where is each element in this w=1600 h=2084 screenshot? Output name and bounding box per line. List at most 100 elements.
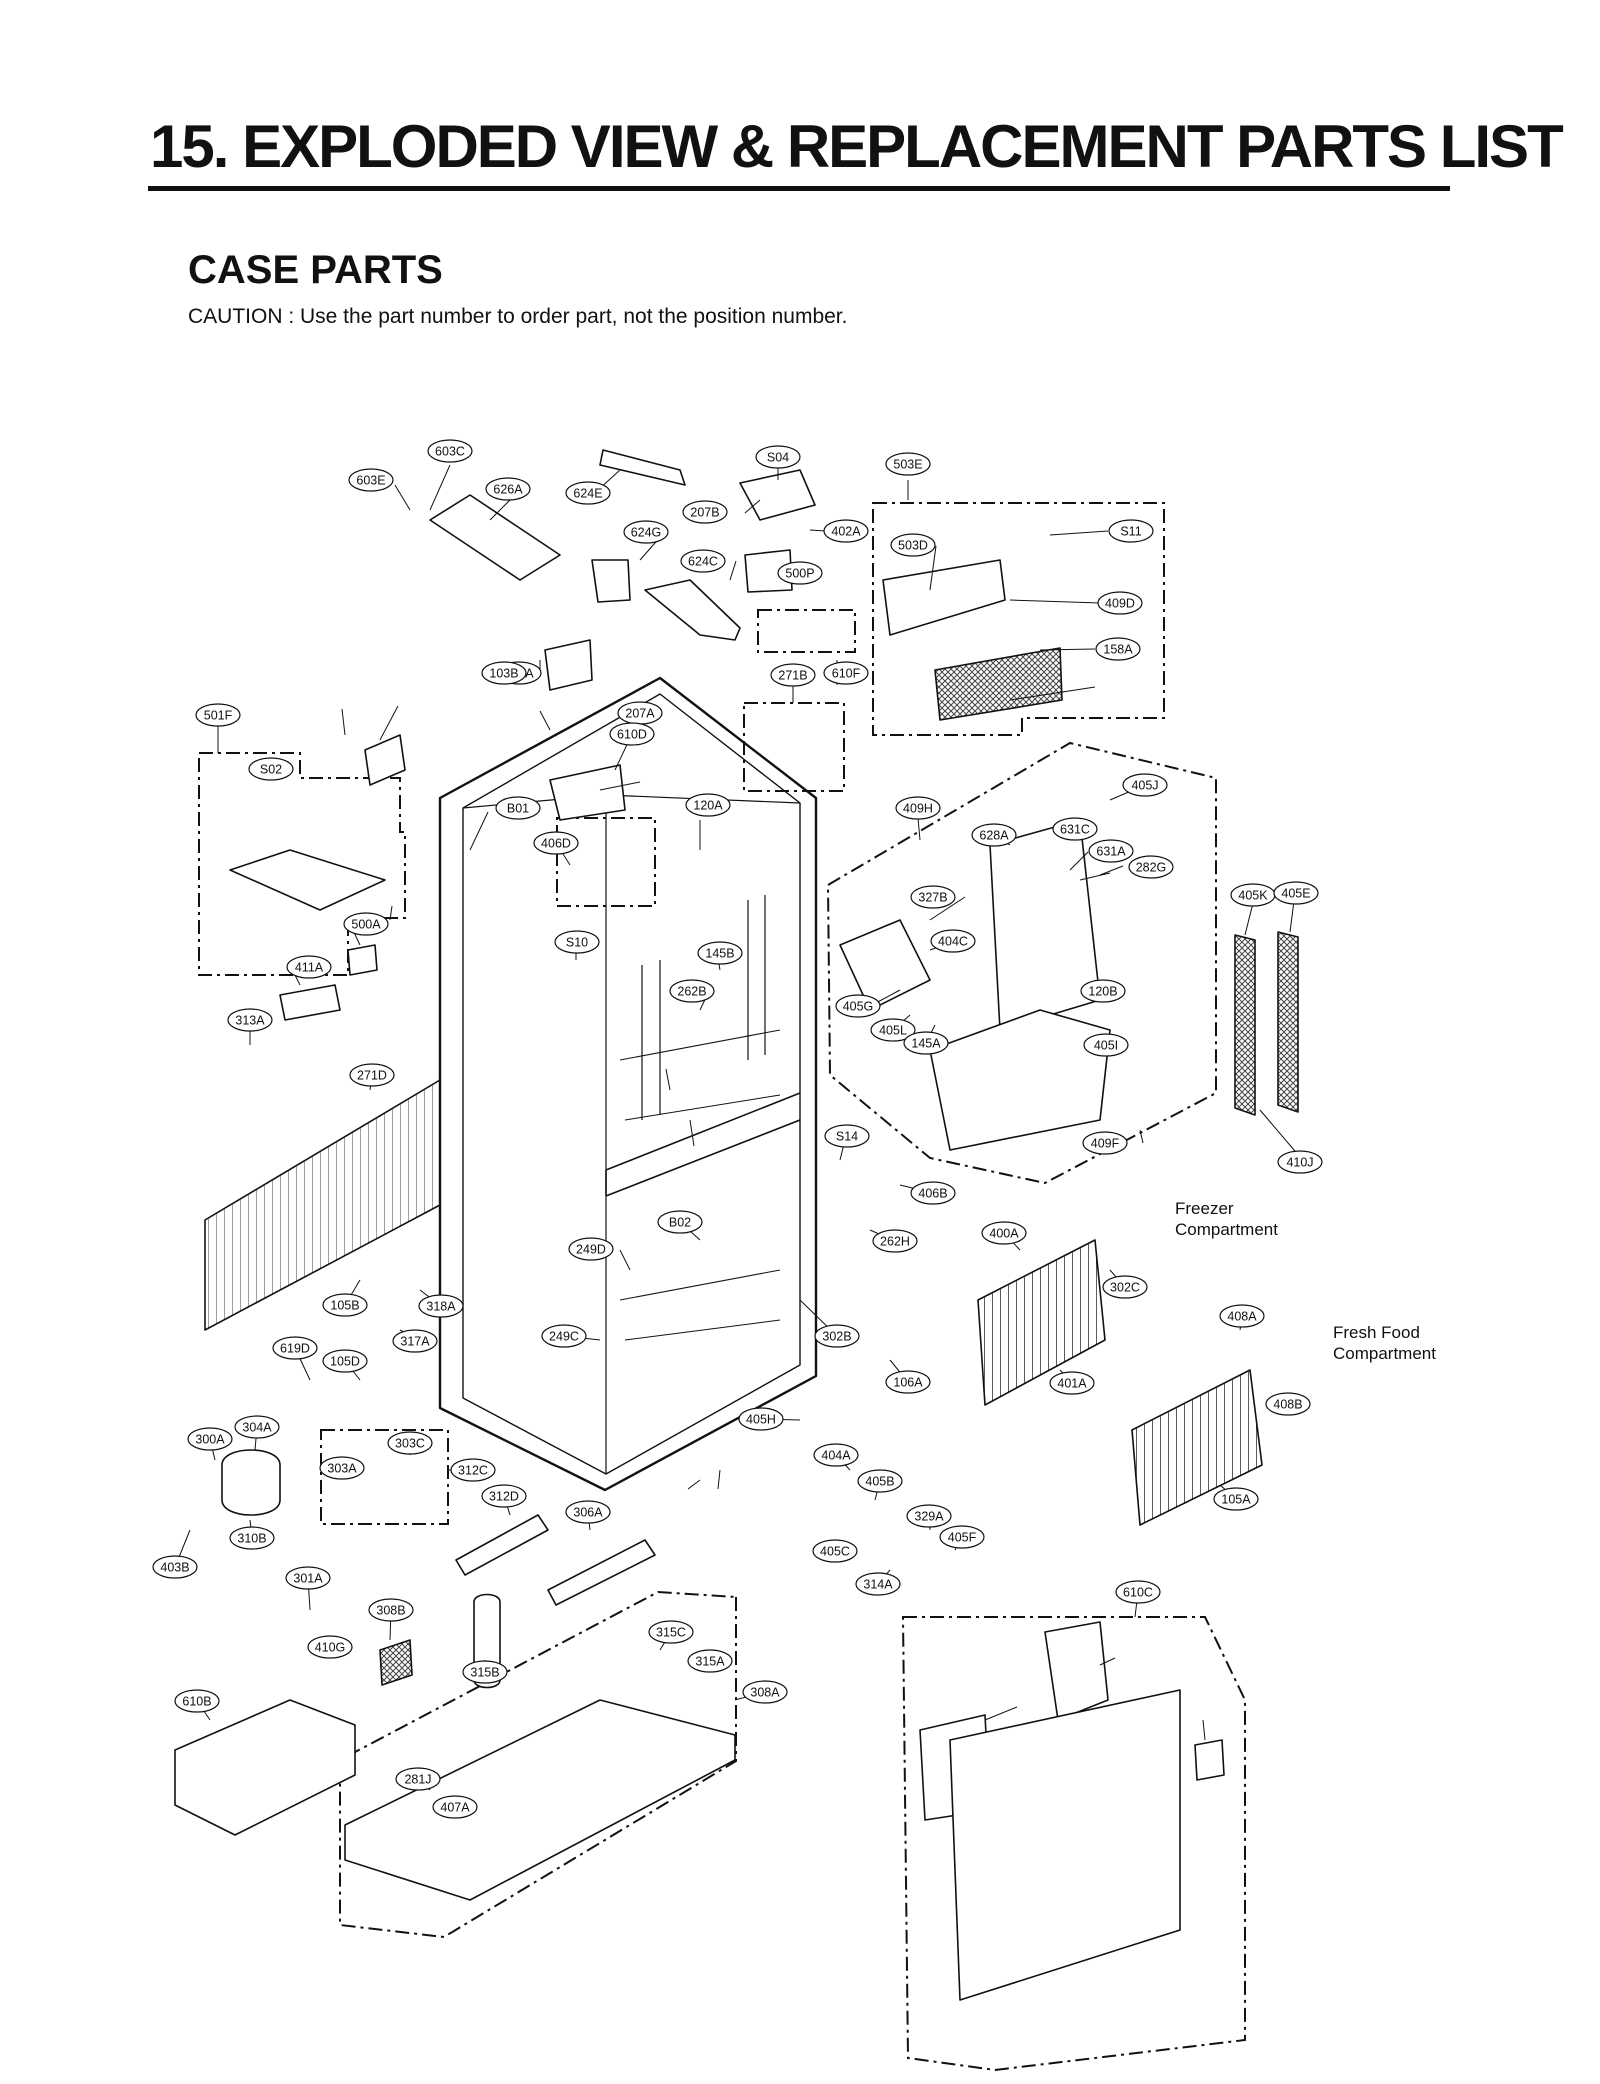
callout-label: 106A (893, 1376, 923, 1390)
callout-106a: 106A (885, 1370, 931, 1394)
part-103b (544, 639, 593, 691)
callout-label: S14 (836, 1130, 858, 1144)
callout-label: 329A (914, 1510, 944, 1524)
callout-262b: 262B (669, 979, 715, 1003)
fresh-food-label-line2: Compartment (1333, 1344, 1436, 1363)
callout-409f: 409F (1082, 1131, 1128, 1155)
callout-400a: 400A (981, 1221, 1027, 1245)
callout-label: 300A (195, 1433, 225, 1447)
callout-409d: 409D (1097, 591, 1143, 615)
title-rule (148, 186, 1450, 191)
callout-145a: 145A (903, 1031, 949, 1055)
callout-312d: 312D (481, 1484, 527, 1508)
part-624c (644, 579, 741, 641)
callout-410g: 410G (307, 1635, 353, 1659)
callout-411a: 411A (286, 955, 332, 979)
part-624g (591, 559, 631, 603)
callout-label: 404A (821, 1449, 851, 1463)
callout-315c: 315C (648, 1620, 694, 1644)
part-120a-panel (989, 819, 1101, 1031)
part-408a (977, 1239, 1106, 1406)
callout-b01: B01 (495, 796, 541, 820)
callout-label: 404C (938, 935, 968, 949)
callout-158a: 158A (1095, 637, 1141, 661)
outline-120a (826, 741, 1217, 1185)
callout-label: B01 (507, 802, 529, 816)
part-626a (429, 494, 561, 581)
part-sketches (174, 449, 1299, 2001)
callout-300a: 300A (187, 1427, 233, 1451)
callout-label: 105B (330, 1299, 359, 1313)
callout-label: 308B (376, 1604, 405, 1618)
part-312d (547, 1539, 656, 1606)
callout-302b: 302B (814, 1324, 860, 1348)
callout-label: 315B (470, 1666, 499, 1680)
callout-label: 302C (1110, 1281, 1140, 1295)
group-outlines (198, 502, 1246, 2072)
callout-label: 405C (820, 1545, 850, 1559)
callout-310b: 310B (229, 1526, 275, 1550)
callout-label: 405I (1094, 1039, 1118, 1053)
callout-label: 315A (695, 1655, 725, 1669)
part-610b-cover (949, 1689, 1181, 2001)
callout-145b: 145B (697, 941, 743, 965)
callout-label: 408A (1227, 1310, 1257, 1324)
callout-label: 271D (357, 1069, 387, 1083)
part-409f (1234, 934, 1256, 1116)
callout-628a: 628A (971, 823, 1017, 847)
callout-label: 281J (404, 1773, 431, 1787)
callout-120a: 120A (685, 793, 731, 817)
part-501f-tray (229, 849, 386, 911)
callout-308b: 308B (368, 1598, 414, 1622)
callout-610c: 610C (1115, 1580, 1161, 1604)
freezer-label-line1: Freezer (1175, 1199, 1234, 1218)
callout-label: 624G (631, 526, 662, 540)
outline-303a (320, 1429, 449, 1525)
cabinet-inner (462, 693, 801, 1475)
callout-label: 610B (182, 1695, 211, 1709)
callout-105a: 105A (1213, 1487, 1259, 1511)
callout-s14: S14 (824, 1124, 870, 1148)
part-312c (455, 1514, 549, 1576)
callout-label: 503D (898, 539, 928, 553)
callout-313a: 313A (227, 1008, 273, 1032)
callout-label: 249C (549, 1330, 579, 1344)
callout-label: 207B (690, 506, 719, 520)
callout-405f: 405F (939, 1525, 985, 1549)
callout-619d: 619D (272, 1336, 318, 1360)
callout-624g: 624G (623, 520, 669, 544)
callout-label: S02 (260, 763, 282, 777)
callout-207b: 207B (682, 500, 728, 524)
callout-302c: 302C (1102, 1275, 1148, 1299)
callout-label: 327B (918, 891, 947, 905)
part-500a (279, 984, 341, 1021)
callout-label: 631C (1060, 823, 1090, 837)
callout-label: 120A (693, 799, 723, 813)
callout-500a: 500A (343, 912, 389, 936)
caution-note: CAUTION : Use the part number to order p… (188, 305, 848, 328)
callout-label: 405G (843, 1000, 874, 1014)
callout-label: 406D (541, 837, 571, 851)
callout-406d: 406D (533, 831, 579, 855)
outline-315a (339, 1590, 737, 1939)
callout-label: 315C (656, 1626, 686, 1640)
part-300a (221, 1449, 281, 1516)
callout-label: 610F (832, 667, 861, 681)
callout-207a: 207A (617, 701, 663, 725)
cabinet-rails (641, 895, 766, 1120)
callout-402a: 402A (823, 519, 869, 543)
callout-label: 405L (879, 1024, 907, 1038)
callout-label: 120B (1088, 985, 1117, 999)
callout-label: 105A (1221, 1493, 1251, 1507)
part-120b-cover (929, 1009, 1111, 1151)
callout-label: 403B (160, 1561, 189, 1575)
callout-329a: 329A (906, 1504, 952, 1528)
callout-label: 410G (315, 1641, 346, 1655)
part-624e (599, 449, 686, 486)
callout-label: 302B (822, 1330, 851, 1344)
callout-label: 405H (746, 1413, 776, 1427)
callout-327b: 327B (910, 885, 956, 909)
callout-label: 401A (1057, 1377, 1087, 1391)
callout-label: 303C (395, 1437, 425, 1451)
callout-label: 145B (705, 947, 734, 961)
